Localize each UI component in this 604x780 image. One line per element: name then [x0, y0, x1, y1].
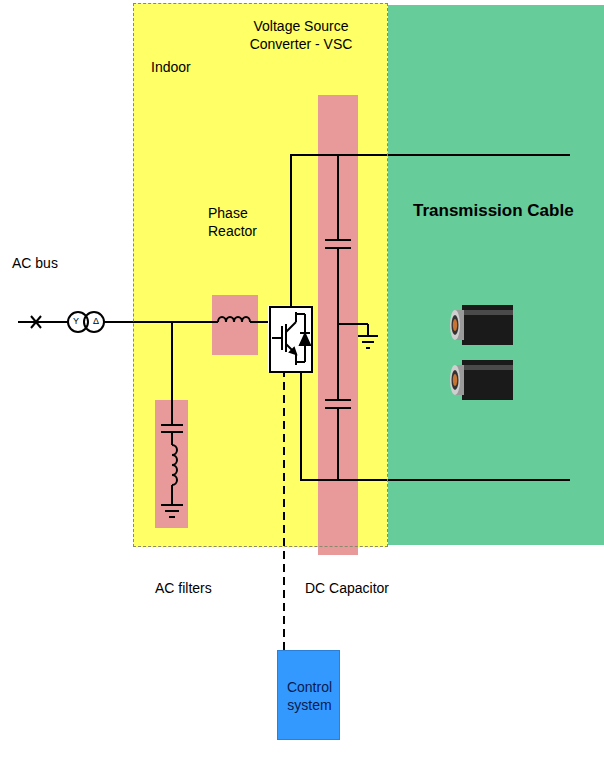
converter-heading: Voltage Source Converter - VSC [239, 18, 363, 53]
reactor-patch [212, 295, 258, 355]
part-label: DC Capacitor [305, 580, 389, 598]
vsc-ground [268, 305, 312, 372]
control-link [283, 373, 285, 650]
part-label: AC filters [155, 580, 212, 598]
bus-label: AC bus [12, 255, 58, 273]
box-text: Control system [283, 679, 336, 714]
ac-wiring [18, 312, 268, 517]
igbt-symbol [272, 312, 310, 365]
converter-box: Voltage Source Converter - VSC [269, 306, 313, 373]
part-label: Phase Reactor [208, 205, 270, 240]
cable-ground [388, 5, 604, 545]
dc-conductor [291, 155, 388, 306]
indoor-region: IndoorVoltage Source Converter - VSC [133, 3, 388, 547]
winding-label: Δ [93, 316, 99, 327]
cable-picture [450, 305, 513, 400]
region-heading: Indoor [151, 59, 191, 77]
dc-conductor [301, 373, 388, 480]
region-heading: Transmission Cable [413, 200, 574, 221]
winding-label: Y [73, 316, 79, 327]
cable-region: Transmission Cable [388, 5, 604, 545]
control-box: Control system [277, 650, 340, 740]
dc-wiring [325, 155, 570, 480]
